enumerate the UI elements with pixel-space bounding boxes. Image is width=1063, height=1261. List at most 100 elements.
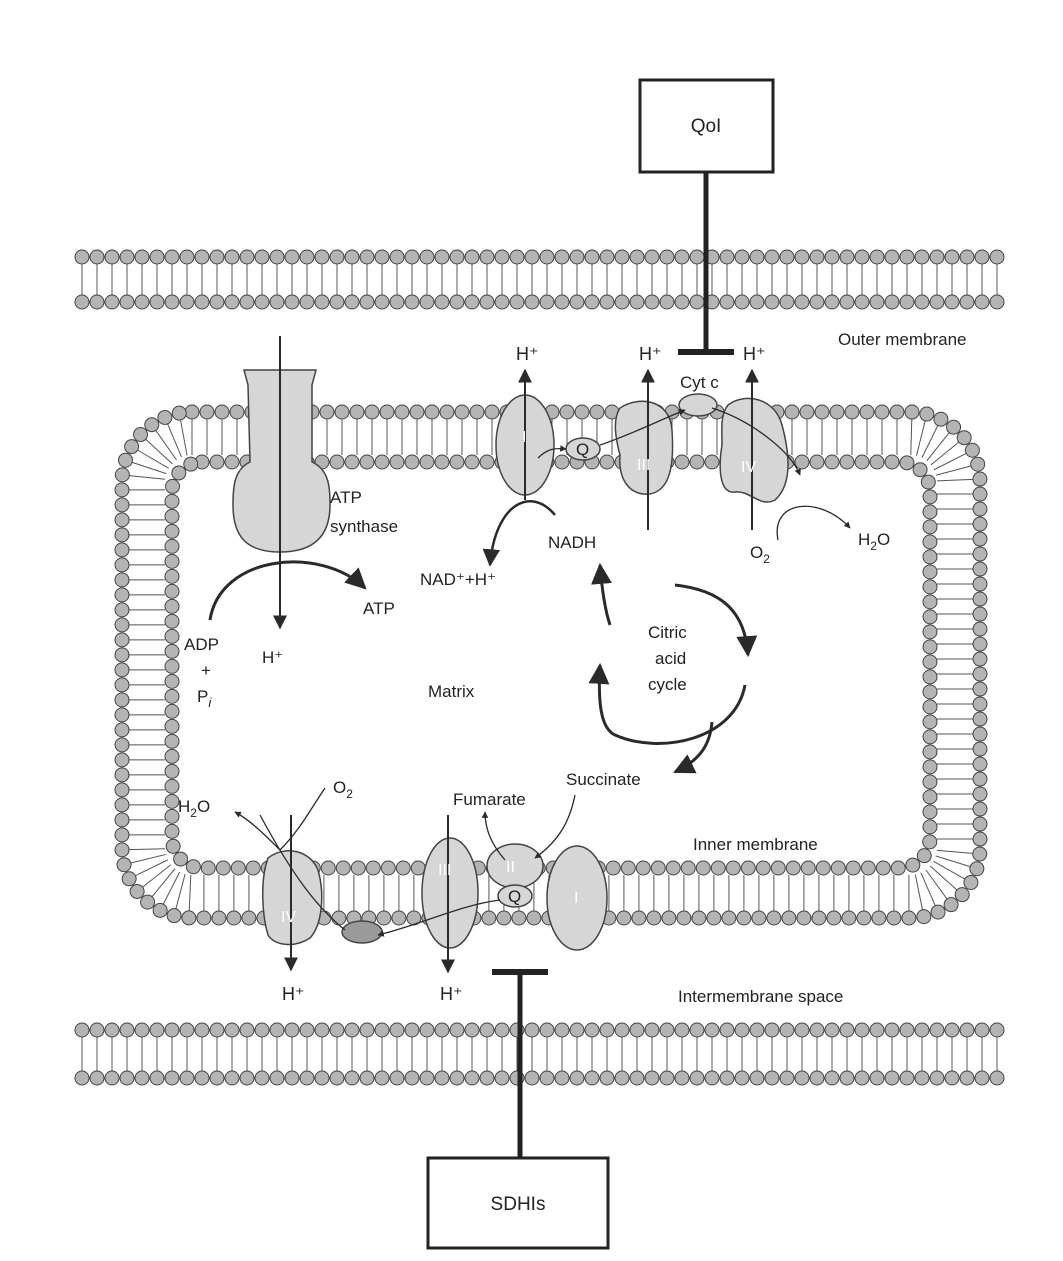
lipid-head xyxy=(726,861,740,875)
lipid-head xyxy=(480,455,494,469)
lipid-head xyxy=(115,813,129,827)
cycle-to-nadh-arrow xyxy=(600,565,610,625)
lipid-head xyxy=(973,757,987,771)
lipid-head xyxy=(930,295,944,309)
lipid-head xyxy=(375,455,389,469)
lipid-head xyxy=(780,1023,794,1037)
lipid-head xyxy=(861,861,875,875)
lipid-head xyxy=(891,861,905,875)
lipid-head xyxy=(165,644,179,658)
lipid-head xyxy=(166,479,180,493)
lipid-head xyxy=(115,528,129,542)
lipid-head xyxy=(115,603,129,617)
lipid-head xyxy=(153,903,167,917)
lipid-head xyxy=(797,911,811,925)
lipid-head xyxy=(330,250,344,264)
lipid-head xyxy=(810,1023,824,1037)
lipid-head xyxy=(600,455,614,469)
lipid-head xyxy=(158,410,172,424)
lipid-head xyxy=(210,455,224,469)
lipid-head xyxy=(375,250,389,264)
lipid-head xyxy=(690,1071,704,1085)
lipid-head xyxy=(165,524,179,538)
cycle-to-succinate-arrow xyxy=(675,722,712,772)
citric-acid-cycle: Citric acid cycle Succinate Fumarate xyxy=(453,565,748,809)
lipid-head xyxy=(174,852,188,866)
lipid-head xyxy=(825,1023,839,1037)
lipid-head xyxy=(495,1023,509,1037)
lipid-head xyxy=(330,1071,344,1085)
lipid-head xyxy=(390,1071,404,1085)
lipid-head xyxy=(855,1071,869,1085)
lipid-head xyxy=(165,614,179,628)
lipid-head xyxy=(465,250,479,264)
lipid-head xyxy=(711,861,725,875)
lipid-head xyxy=(165,779,179,793)
lipid-head xyxy=(971,457,985,471)
lipid-head xyxy=(145,418,159,432)
lipid-head xyxy=(125,440,139,454)
nadh-label: NADH xyxy=(548,533,596,552)
lipid-head xyxy=(345,295,359,309)
lipid-head xyxy=(285,1023,299,1037)
lipid-head xyxy=(134,428,148,442)
lipid-head xyxy=(115,693,129,707)
lipid-head xyxy=(973,532,987,546)
pi-label: Pi xyxy=(197,687,212,710)
bottom-cyt-c xyxy=(342,921,382,943)
lipid-head xyxy=(315,295,329,309)
lipid-head xyxy=(750,1023,764,1037)
lipid-head xyxy=(540,1071,554,1085)
lipid-head xyxy=(115,738,129,752)
plus-label: + xyxy=(201,661,211,680)
lipid-head xyxy=(390,250,404,264)
lipid-head xyxy=(973,517,987,531)
lipid-head xyxy=(405,1023,419,1037)
lipid-head xyxy=(115,723,129,737)
lipid-head xyxy=(115,663,129,677)
lipid-head xyxy=(255,250,269,264)
lipid-head xyxy=(482,911,496,925)
atp-synthase-label-line2: synthase xyxy=(330,517,398,536)
lipid-head xyxy=(330,455,344,469)
lipid-head xyxy=(396,861,410,875)
top-complex-iii xyxy=(615,401,672,494)
lipid-head xyxy=(675,455,689,469)
lipid-head xyxy=(923,640,937,654)
lipid-head xyxy=(923,805,937,819)
lipid-head xyxy=(225,250,239,264)
lipid-head xyxy=(771,861,785,875)
lipid-head xyxy=(90,1071,104,1085)
lipid-head xyxy=(827,911,841,925)
lipid-head xyxy=(855,250,869,264)
lipid-head xyxy=(945,1023,959,1037)
lipid-head xyxy=(167,909,181,923)
lipid-head xyxy=(860,405,874,419)
lipid-head xyxy=(923,715,937,729)
lipid-head xyxy=(973,547,987,561)
lipid-head xyxy=(345,1071,359,1085)
lipid-head xyxy=(390,1023,404,1037)
lipid-head xyxy=(825,455,839,469)
lipid-head xyxy=(585,1071,599,1085)
lipid-head xyxy=(195,250,209,264)
inner-membrane-label: Inner membrane xyxy=(693,835,818,854)
lipid-head xyxy=(756,861,770,875)
lipid-head xyxy=(165,809,179,823)
lipid-head xyxy=(630,250,644,264)
lipid-head xyxy=(900,250,914,264)
lipid-head xyxy=(923,595,937,609)
lipid-head xyxy=(165,704,179,718)
lipid-head xyxy=(615,250,629,264)
lipid-head xyxy=(923,670,937,684)
lipid-head xyxy=(200,405,214,419)
lipid-head xyxy=(165,509,179,523)
lipid-head xyxy=(285,1071,299,1085)
lipid-head xyxy=(735,250,749,264)
lipid-head xyxy=(831,861,845,875)
lipid-head xyxy=(825,250,839,264)
lipid-head xyxy=(150,1023,164,1037)
lipid-head xyxy=(857,911,871,925)
lipid-head xyxy=(75,250,89,264)
lipid-head xyxy=(800,405,814,419)
